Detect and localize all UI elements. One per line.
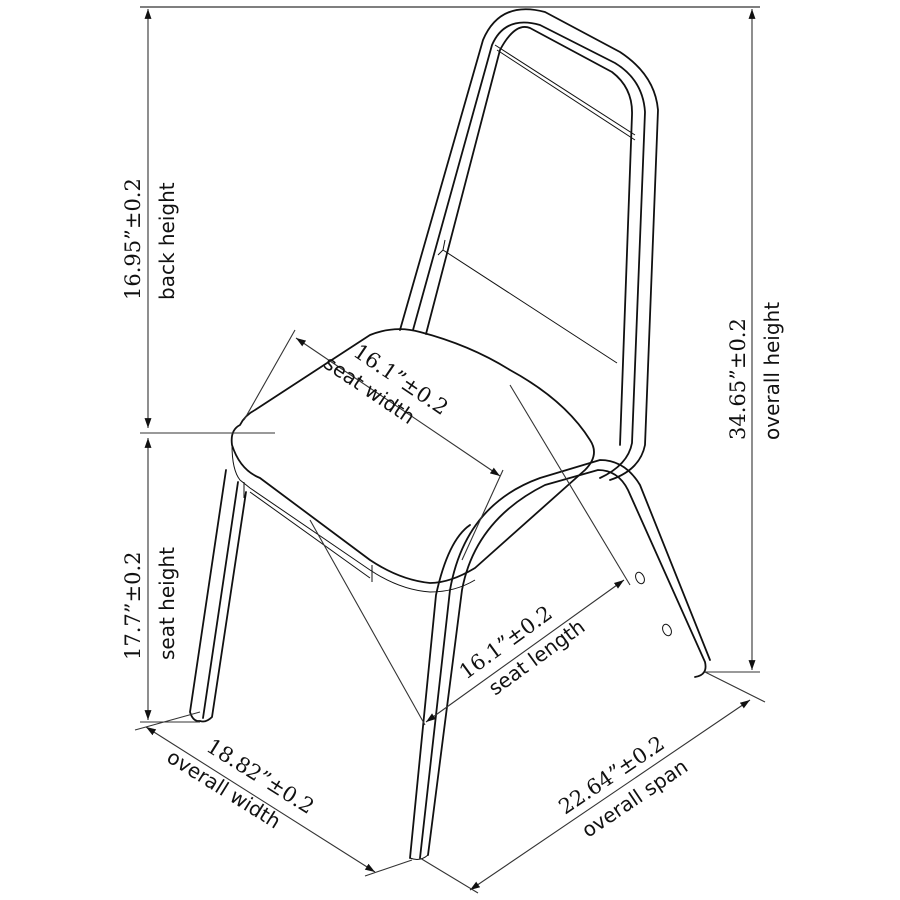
- backrest-frame-inner: [412, 21, 646, 479]
- rear-frame-loop: [419, 459, 711, 859]
- stacking-bumper-1: [635, 571, 645, 585]
- seat-height-label: 17.7”±0.2 seat height: [121, 547, 179, 660]
- seat-top: [230, 328, 595, 584]
- backrest-frame-outer: [399, 8, 659, 481]
- backrest-pad-edge: [442, 249, 618, 364]
- svg-text:seat height: seat height: [155, 547, 179, 660]
- chair-illustration: [189, 8, 711, 860]
- svg-text:34.65”±0.2: 34.65”±0.2: [726, 318, 750, 440]
- dimension-lines: [134, 6, 766, 894]
- back-height-label: 16.95”±0.2 back height: [121, 178, 179, 300]
- seat-width-label: 16.1”±0.2 seat width: [320, 339, 453, 429]
- svg-text:overall height: overall height: [760, 302, 784, 440]
- overall-height-label: 34.65”±0.2 overall height: [726, 302, 784, 440]
- svg-text:back height: back height: [155, 182, 179, 300]
- stacking-bumper-2: [662, 623, 672, 637]
- svg-text:17.7”±0.2: 17.7”±0.2: [121, 552, 145, 661]
- backrest-frame-innermost: [425, 26, 633, 446]
- overall-width-label: 18.82”±0.2 overall width: [163, 734, 319, 834]
- svg-text:16.95”±0.2: 16.95”±0.2: [121, 178, 145, 300]
- seat-side-edge: [231, 444, 476, 593]
- backrest-top-rail: [494, 44, 636, 141]
- front-left-leg: [189, 469, 247, 723]
- seat-length-label: 16.1”±0.2 seat length: [455, 601, 589, 700]
